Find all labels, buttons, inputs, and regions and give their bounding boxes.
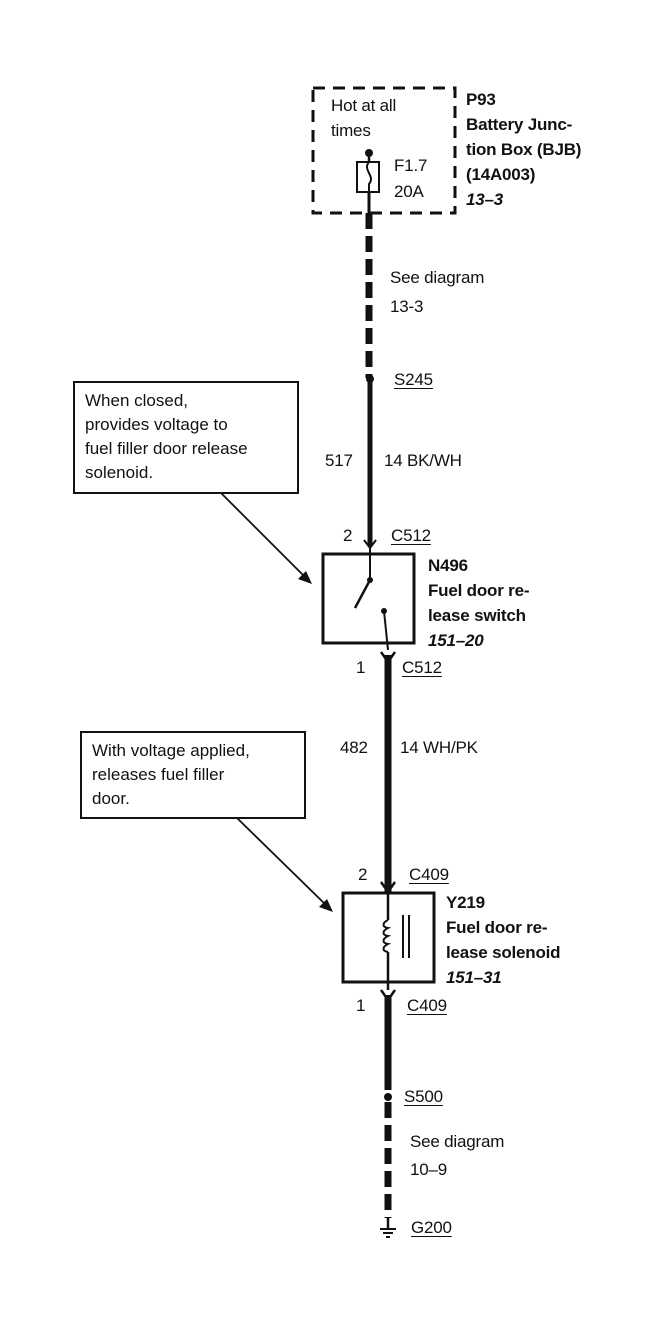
wire-482-circuit: 482	[340, 738, 368, 757]
bjb-name-1: Battery Junc-	[466, 115, 573, 134]
wire-517-circuit: 517	[325, 451, 353, 470]
wire-482-spec: 14 WH/PK	[400, 738, 478, 757]
ground-symbol	[380, 1218, 396, 1238]
bjb-name-2: tion Box (BJB)	[466, 140, 582, 159]
fuse-symbol	[356, 149, 380, 213]
splice-s500-label: S500	[404, 1087, 443, 1106]
switch-ref: 151–20	[428, 631, 484, 650]
see-diagram-top-1: See diagram	[390, 268, 485, 287]
note-switch-line: provides voltage to	[85, 415, 228, 435]
solenoid-name-1: Fuel door re-	[446, 918, 548, 937]
solenoid-ref: 151–31	[446, 968, 502, 987]
fuse-id: F1.7	[394, 156, 428, 175]
note-solenoid: With voltage applied, releases fuel fill…	[80, 731, 306, 820]
note-switch-line: solenoid.	[85, 463, 154, 483]
solenoid-id: Y219	[446, 893, 485, 912]
bjb-id: P93	[466, 90, 496, 109]
arrow-note-switch	[217, 489, 312, 584]
bjb-ref: 13–3	[466, 190, 504, 209]
note-solenoid-line: With voltage applied,	[92, 741, 250, 760]
wire-517-spec: 14 BK/WH	[384, 451, 462, 470]
bjb-hot-text-1: Hot at all	[331, 96, 397, 115]
note-switch: When closed, provides voltage to fuel fi…	[73, 381, 299, 494]
switch-connector-out: C512	[402, 658, 442, 677]
solenoid-connector-out: C409	[407, 996, 447, 1015]
solenoid-symbol	[382, 893, 410, 990]
bjb-hot-text-2: times	[331, 121, 371, 140]
note-solenoid-line: door.	[92, 789, 130, 809]
note-switch-line: When closed,	[85, 391, 188, 410]
fuse-amperage: 20A	[394, 182, 424, 201]
switch-box	[321, 552, 416, 645]
solenoid-name-2: lease solenoid	[446, 943, 561, 962]
battery-junction-box-outline	[311, 86, 457, 215]
bjb-part: (14A003)	[466, 165, 536, 184]
see-diagram-bottom-2: 10–9	[410, 1160, 448, 1179]
switch-connector-in: C512	[391, 526, 431, 545]
see-diagram-bottom-1: See diagram	[410, 1132, 505, 1151]
note-solenoid-line: releases fuel filler	[92, 765, 225, 785]
switch-pin-out: 1	[356, 658, 366, 677]
switch-id: N496	[428, 556, 468, 575]
arrow-note-solenoid	[236, 817, 333, 912]
switch-pin-in: 2	[343, 526, 353, 545]
switch-name-1: Fuel door re-	[428, 581, 530, 600]
solenoid-pin-out: 1	[356, 996, 366, 1015]
splice-s500-dot	[384, 1093, 392, 1101]
solenoid-pin-in: 2	[358, 865, 368, 884]
splice-s245-label: S245	[394, 370, 433, 389]
switch-name-2: lease switch	[428, 606, 526, 625]
note-switch-line: fuel filler door release	[85, 439, 248, 459]
see-diagram-top-2: 13-3	[390, 297, 424, 316]
switch-symbol	[353, 546, 389, 651]
solenoid-connector-in: C409	[409, 865, 449, 884]
ground-label: G200	[411, 1218, 452, 1237]
